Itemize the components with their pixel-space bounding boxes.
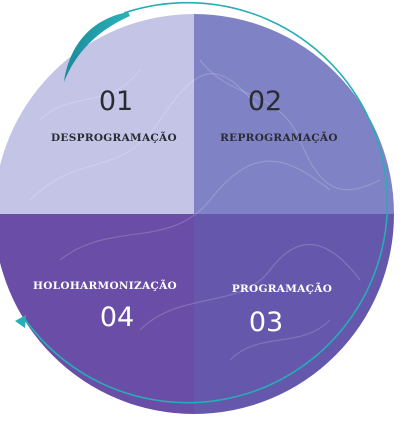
cycle-arrow-head-icon (15, 315, 26, 328)
stage-01-label: DESPROGRAMAÇÃO (51, 130, 177, 144)
cycle-arrow-swoosh-icon (64, 12, 130, 82)
stage-04-label: HOLOHARMONIZAÇÃO (33, 278, 177, 292)
stage-02-label: REPROGRAMAÇÃO (220, 130, 338, 144)
quadrant-04 (0, 214, 194, 414)
stage-01-number: 01 (99, 86, 133, 117)
stage-03-number: 03 (249, 307, 283, 338)
decorative-strands (29, 59, 381, 361)
stage-04-number: 04 (100, 302, 134, 333)
cycle-arc (23, 1, 389, 404)
stage-03-label: PROGRAMAÇÃO (232, 281, 332, 295)
stage-02-number: 02 (248, 86, 282, 117)
